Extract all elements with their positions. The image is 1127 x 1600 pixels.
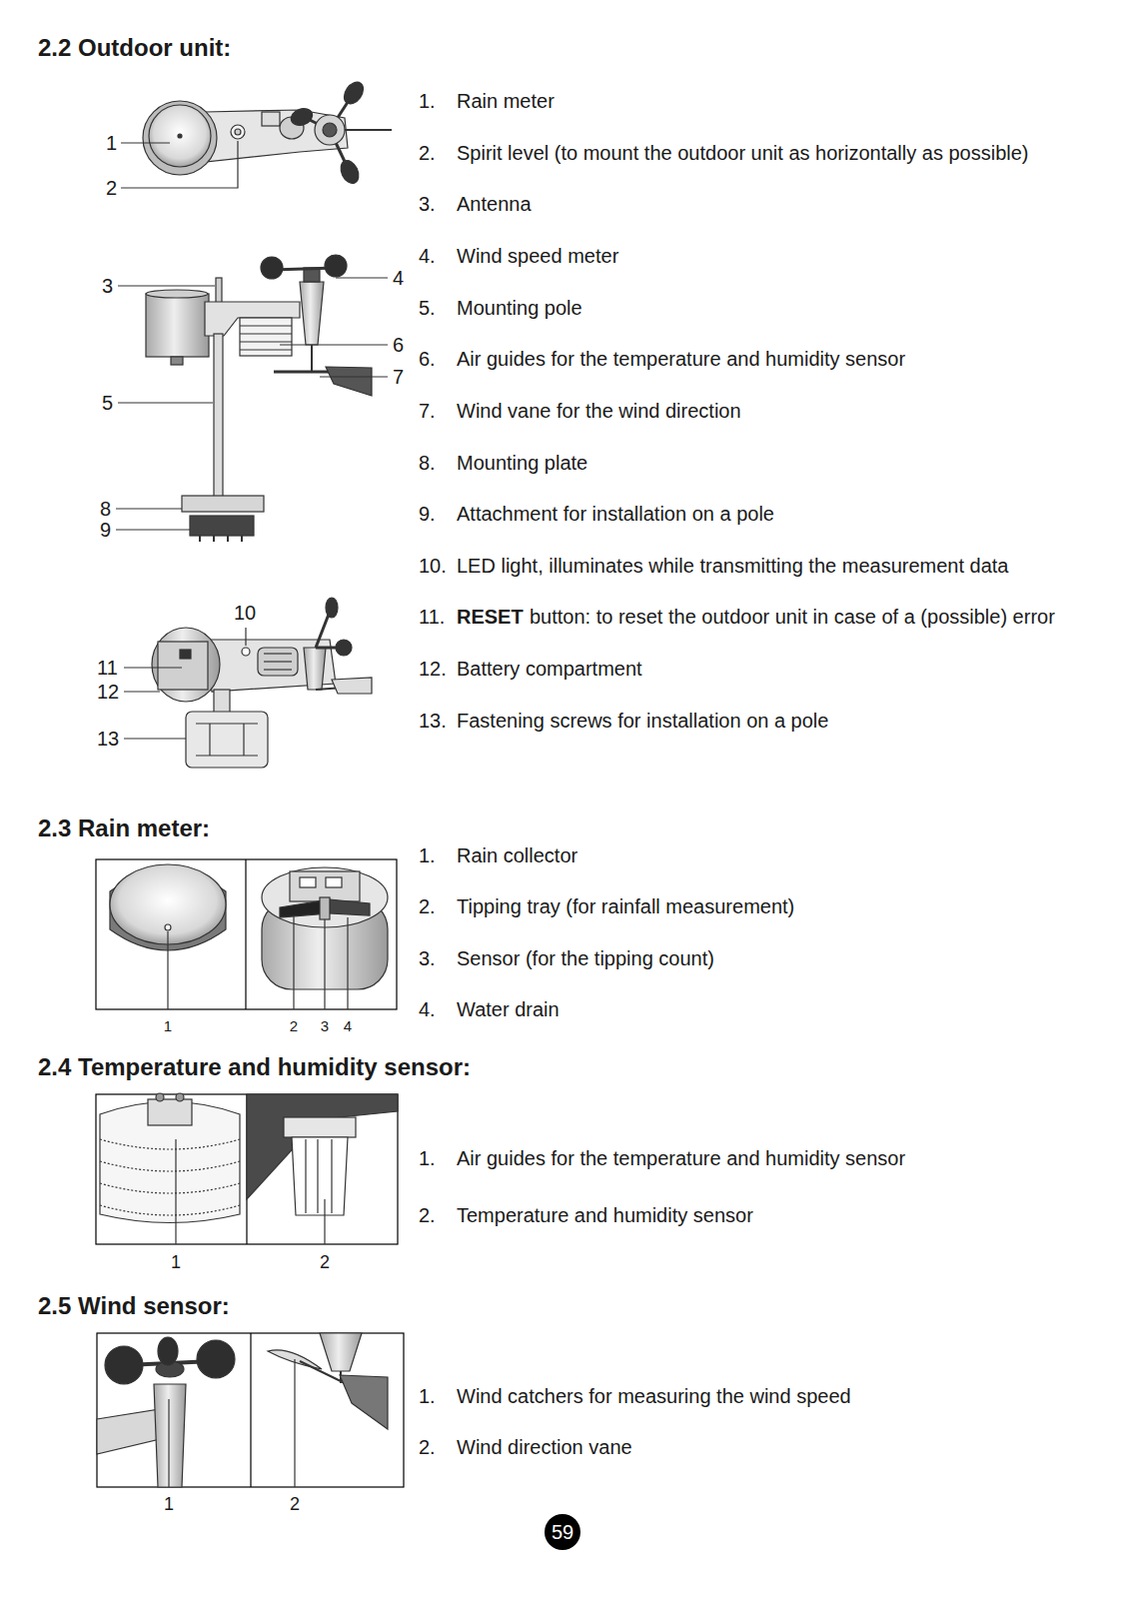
callout-number: 6 xyxy=(392,332,404,357)
list-text: Wind vane for the wind direction xyxy=(456,398,742,423)
list-text: Air guides for the temperature and humid… xyxy=(456,1145,906,1170)
list-number: 2. xyxy=(418,894,436,919)
list-number: 4. xyxy=(418,997,436,1022)
list-number: 2. xyxy=(418,1202,436,1227)
callout-number: 2 xyxy=(289,1017,298,1036)
list-text: Air guides for the temperature and humid… xyxy=(456,346,906,371)
callout-number: 1 xyxy=(105,130,117,155)
list-number: 3. xyxy=(418,191,436,216)
list-number: 1. xyxy=(418,88,436,113)
callout-number: 5 xyxy=(101,390,113,415)
callout-number: 2 xyxy=(289,1493,300,1516)
callout-number: 1 xyxy=(163,1017,172,1036)
list-text: button: to reset the outdoor unit in cas… xyxy=(529,604,1056,629)
callout-number: 4 xyxy=(392,265,404,290)
list-number: 4. xyxy=(418,243,436,268)
list-number: 2. xyxy=(418,140,436,165)
list-number: 8. xyxy=(418,450,436,475)
list-number: 1. xyxy=(418,843,436,868)
list-number: 5. xyxy=(418,295,436,320)
list-number: 2. xyxy=(418,1434,436,1459)
callout-number: 12 xyxy=(96,679,119,704)
list-number: 9. xyxy=(418,501,436,526)
list-number: 13. xyxy=(418,708,447,733)
list-text: Rain collector xyxy=(456,843,578,868)
list-text: Antenna xyxy=(456,191,532,216)
callout-number: 11 xyxy=(96,655,118,680)
list-text: Mounting pole xyxy=(456,295,583,320)
callout-number: 13 xyxy=(96,726,119,751)
callout-number: 1 xyxy=(163,1493,174,1516)
section-heading: 2.2 Outdoor unit: xyxy=(37,33,231,63)
list-number: 10. xyxy=(418,553,447,578)
list-text: Fastening screws for installation on a p… xyxy=(456,708,829,733)
list-number: 1. xyxy=(418,1145,436,1170)
list-number: 6. xyxy=(418,346,436,371)
list-text: Mounting plate xyxy=(456,450,588,475)
list-text: Water drain xyxy=(456,997,560,1022)
list-number: 11. xyxy=(418,604,445,629)
callout-number: 4 xyxy=(343,1017,352,1036)
list-text: Wind direction vane xyxy=(456,1434,633,1459)
callout-number: 10 xyxy=(233,600,256,625)
section-heading: 2.4 Temperature and humidity sensor: xyxy=(37,1053,471,1083)
list-text: Attachment for installation on a pole xyxy=(456,501,775,526)
callout-number: 1 xyxy=(170,1251,181,1274)
list-text: Sensor (for the tipping count) xyxy=(456,946,715,971)
callout-number: 7 xyxy=(392,364,404,389)
callout-number: 2 xyxy=(105,175,117,200)
list-text: Spirit level (to mount the outdoor unit … xyxy=(456,140,1030,165)
list-text: RESET xyxy=(456,604,524,629)
list-text: Wind speed meter xyxy=(456,243,619,268)
callout-number: 3 xyxy=(101,273,113,298)
section-heading: 2.5 Wind sensor: xyxy=(37,1291,230,1321)
list-number: 1. xyxy=(418,1383,436,1408)
callout-number: 2 xyxy=(319,1251,330,1274)
callout-number: 9 xyxy=(99,517,111,542)
list-text: Temperature and humidity sensor xyxy=(456,1202,754,1227)
list-text: Wind catchers for measuring the wind spe… xyxy=(456,1383,852,1408)
list-text: LED light, illuminates while transmittin… xyxy=(456,553,1009,578)
page-number: 59 xyxy=(551,1519,574,1544)
section-heading: 2.3 Rain meter: xyxy=(37,814,210,844)
list-number: 3. xyxy=(418,946,436,971)
list-number: 7. xyxy=(418,398,436,423)
list-number: 12. xyxy=(418,656,447,681)
callout-number: 3 xyxy=(320,1017,329,1036)
list-text: Rain meter xyxy=(456,88,555,113)
list-text: Tipping tray (for rainfall measurement) xyxy=(456,894,795,919)
callout-number: 8 xyxy=(99,496,111,521)
list-text: Battery compartment xyxy=(456,656,643,681)
